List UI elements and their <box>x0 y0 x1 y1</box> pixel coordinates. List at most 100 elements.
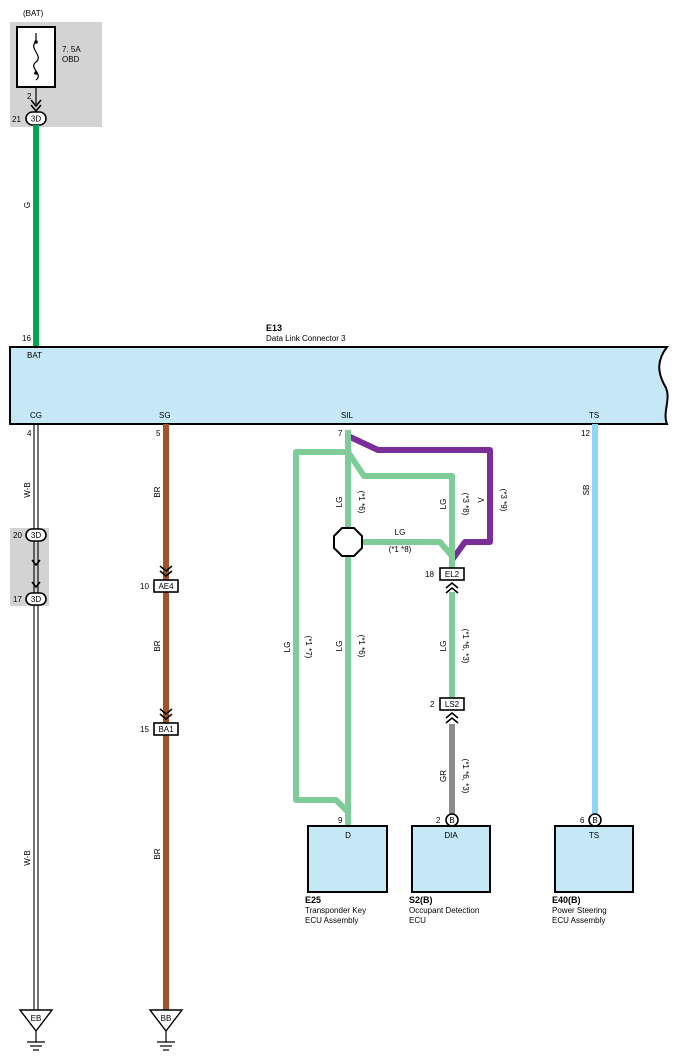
fuse-symbol-icon <box>33 33 39 81</box>
connector-el2-arrow-icon <box>445 581 459 594</box>
ground-eb-label: EB <box>31 1014 42 1023</box>
dlc-body <box>9 346 670 425</box>
connector-ba1-arrow-icon <box>159 708 173 721</box>
dlc-pin-cg-number: 4 <box>27 429 32 438</box>
connector-ae4-arrow-icon <box>159 565 173 578</box>
power-source-label: (BAT) <box>23 9 44 18</box>
dlc-pin-sil-label: SIL <box>341 411 354 420</box>
wire-lg-center-note: (*1 *6) <box>357 491 366 514</box>
junction-3d-mid-upper-tag <box>25 528 47 542</box>
wire-lg-center-lower-note: (*1 *6) <box>357 635 366 658</box>
junction-3d-mid-lower-code: 3D <box>31 595 41 604</box>
component-s2b-pin-number: 2 <box>436 816 441 825</box>
junction-3d-mid-lower-pin: 17 <box>13 595 22 604</box>
connector-ba1-pin: 15 <box>140 725 149 734</box>
junction-3d-top-code: 3D <box>31 115 41 124</box>
connector-ls2-pin: 2 <box>430 700 435 709</box>
junction-3d-top-pin: 21 <box>12 115 21 124</box>
connector-ae4-code: AE4 <box>158 582 174 591</box>
wire-lg-horizontal-note: (*1 *8) <box>389 545 412 554</box>
fuse-terminal-bottom <box>34 71 38 75</box>
wire-lg-left-label: LG <box>283 642 292 653</box>
component-s2b-name-line1: Occupant Detection <box>409 906 479 915</box>
component-e25-pin-label: D <box>345 831 351 840</box>
connector-ls2-code: LS2 <box>445 700 460 709</box>
component-e40b-name-line1: Power Steering <box>552 906 607 915</box>
dlc-pin-ts-label: TS <box>589 411 599 420</box>
fuse-terminal-top <box>34 40 38 44</box>
wire-gr-label: GR <box>439 770 448 782</box>
component-e40b-id: E40(B) <box>552 895 581 905</box>
wire-lg-network <box>293 430 455 826</box>
component-e25-box <box>307 825 388 893</box>
connector-ba1-code: BA1 <box>158 725 174 734</box>
connector-ls2-arrow-icon <box>445 711 459 724</box>
wire-wb-label-upper: W-B <box>23 482 32 497</box>
ground-bb-label: BB <box>161 1014 172 1023</box>
component-e25-name-line1: Transponder Key <box>305 906 366 915</box>
splice-octagon-icon <box>333 527 363 557</box>
connector-el2-code: EL2 <box>445 570 460 579</box>
wire-g-label: G <box>23 202 32 208</box>
junction-3d-mid-lower-tag <box>25 592 47 606</box>
dlc-pin-sil-number: 7 <box>338 429 343 438</box>
component-e25-name-line2: ECU Assembly <box>305 916 358 925</box>
component-e40b-connector-code: B <box>592 816 597 825</box>
wire-v-label: V <box>477 497 486 503</box>
dlc-id: E13 <box>266 323 282 333</box>
wire-v <box>346 433 493 562</box>
fuse-connector-arrow-icon <box>30 99 42 113</box>
component-e40b-box <box>554 825 634 893</box>
ground-eb-triangle <box>18 1009 54 1033</box>
connector-ae4-pin: 10 <box>140 582 149 591</box>
dlc-pin-sg-label: SG <box>159 411 171 420</box>
junction-3d-mid-upper-code: 3D <box>31 531 41 540</box>
dlc-pin-bat-number: 16 <box>22 334 31 343</box>
component-s2b-id: S2(B) <box>409 895 433 905</box>
wire-lg-center-lower-label: LG <box>335 641 344 652</box>
component-e40b-pin-label: TS <box>589 831 599 840</box>
fuse-rating: 7. 5A <box>62 45 81 54</box>
wire-lg-left-note: (*1 *7) <box>304 636 313 659</box>
ground-bb-triangle <box>148 1009 184 1033</box>
component-s2b-connector-code: B <box>449 816 454 825</box>
component-e40b-name-line2: ECU Assembly <box>552 916 605 925</box>
wire-br-label-2: BR <box>153 640 162 651</box>
connector-ae4-tag <box>153 579 179 593</box>
wire-br-label-1: BR <box>153 486 162 497</box>
fuse-pin-number: 2 <box>27 92 32 101</box>
wire-lg-center-label: LG <box>335 497 344 508</box>
component-e25-id: E25 <box>305 895 321 905</box>
wire-gr-note: (*1 *6, *3) <box>461 759 470 794</box>
connector-ba1-tag <box>153 722 179 736</box>
wire-lg-right-note: (*3 *8) <box>461 493 470 516</box>
ground-eb-symbol-icon <box>27 1031 45 1051</box>
wire-v-note: (*3 *9) <box>499 489 508 512</box>
connector-el2-pin: 18 <box>425 570 434 579</box>
connector-ls2-tag <box>439 697 465 711</box>
wire-br-label-3: BR <box>153 848 162 859</box>
wire-wb <box>33 424 39 1010</box>
wire-lg-right-label: LG <box>439 499 448 510</box>
dlc-pin-bat-label: BAT <box>27 351 42 360</box>
component-s2b-name-line2: ECU <box>409 916 426 925</box>
component-s2b-box <box>411 825 491 893</box>
wire-el2-ls2-label: LG <box>439 641 448 652</box>
fuse-name: OBD <box>62 55 80 64</box>
wire-wb-label-lower: W-B <box>23 850 32 865</box>
wire-el2-ls2-note: (*1 *6, *3) <box>461 629 470 664</box>
dlc-pin-sg-number: 5 <box>156 429 161 438</box>
component-e40b-pin-number: 6 <box>580 816 585 825</box>
dlc-pin-cg-label: CG <box>30 411 42 420</box>
dlc-name: Data Link Connector 3 <box>266 334 346 343</box>
junction-3d-mid-upper-pin: 20 <box>13 531 22 540</box>
component-e25-pin-number: 9 <box>338 816 343 825</box>
junction-3d-arrow-icon <box>31 559 41 589</box>
dlc-pin-ts-number: 12 <box>581 429 590 438</box>
ground-bb-symbol-icon <box>157 1031 175 1051</box>
wire-lg-horizontal-label: LG <box>395 528 406 537</box>
wire-sb-label: SB <box>582 485 591 496</box>
component-s2b-pin-label: DIA <box>444 831 458 840</box>
connector-el2-tag <box>439 567 465 581</box>
